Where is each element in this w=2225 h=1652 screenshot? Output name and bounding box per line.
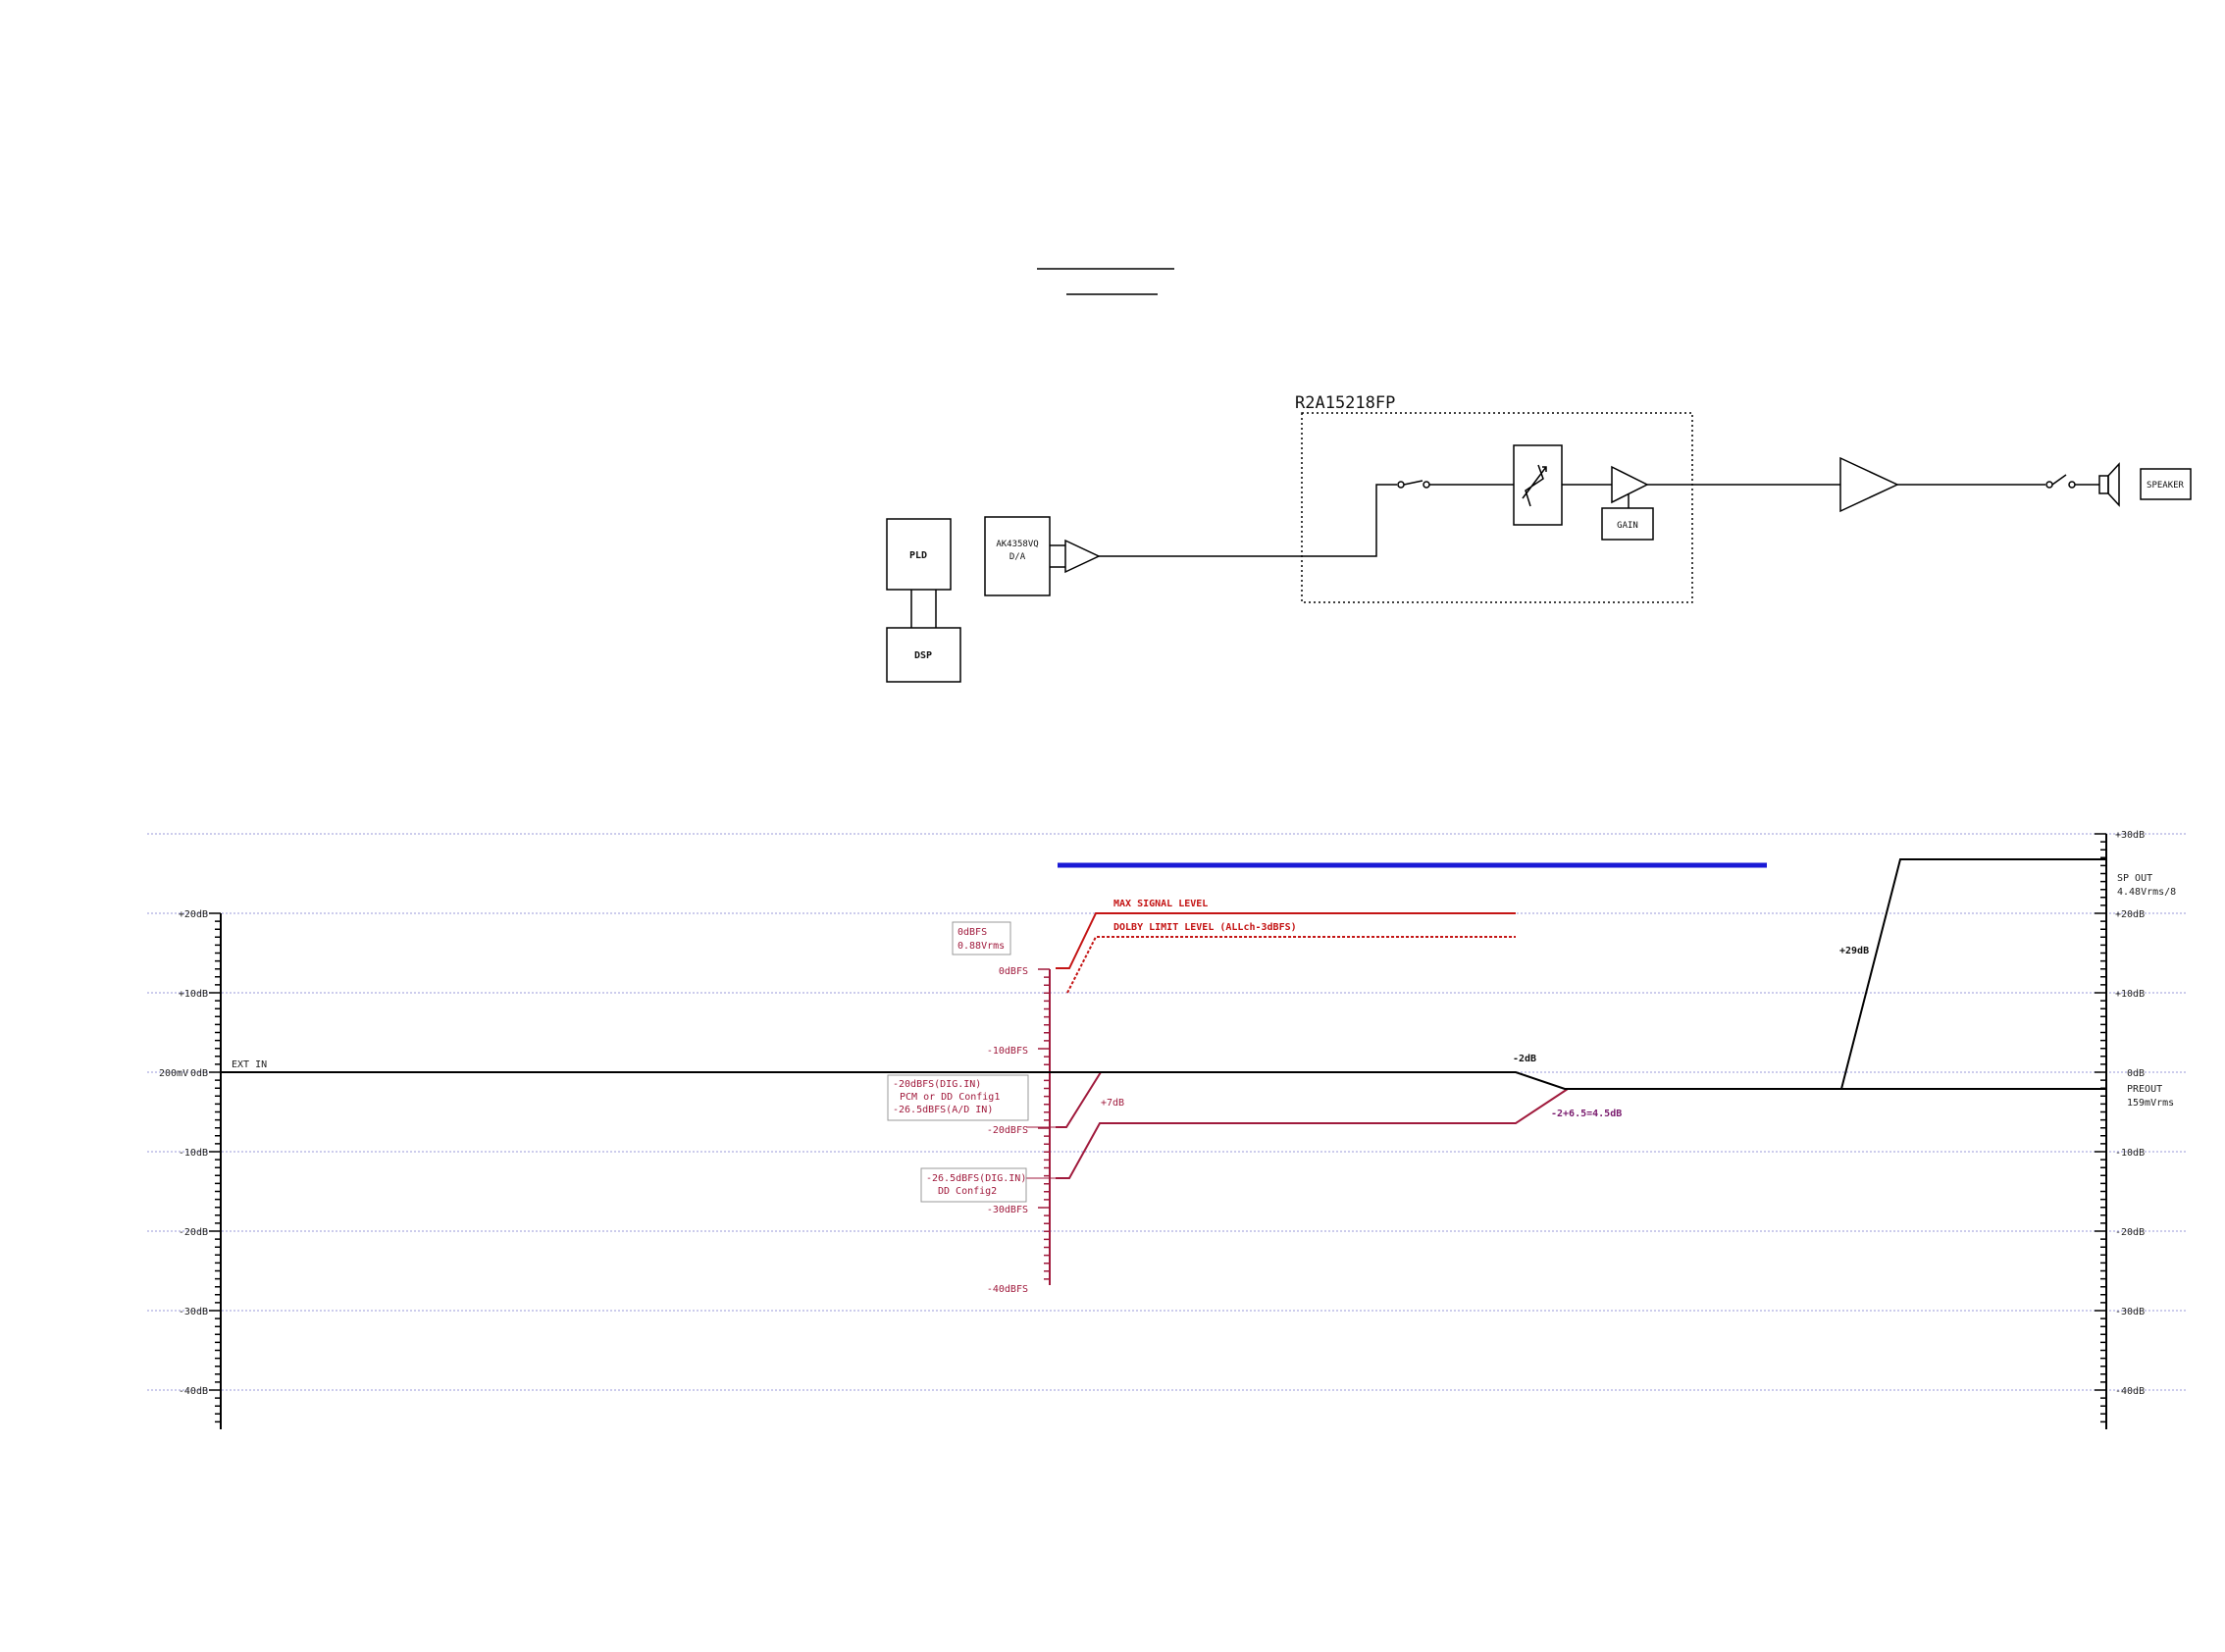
gain-block <box>1601 507 1654 541</box>
box3-text-2: DD Config2 <box>938 1186 997 1197</box>
variable-resistor-icon <box>1522 464 1547 507</box>
dbfs-annotation-box-2 <box>887 1074 1029 1121</box>
box2-text-2: PCM or DD Config1 <box>900 1092 1000 1103</box>
right-tick-label: -10dB <box>2115 1148 2145 1159</box>
left-tick-label: -20dB <box>179 1227 208 1238</box>
max-signal-label: MAX SIGNAL LEVEL <box>1113 899 1208 909</box>
dbfs-tick-label: -10dBFS <box>987 1046 1028 1057</box>
preout-label-1: PREOUT <box>2127 1084 2162 1095</box>
dd-config2-line <box>1056 1088 1569 1179</box>
right-axis-labels: +30dB +20dB +10dB 0dB -10dB -20dB -30dB … <box>2115 830 2176 1397</box>
dolby-limit-label: DOLBY LIMIT LEVEL (ALLch-3dBFS) <box>1113 922 1297 933</box>
right-tick-label: -40dB <box>2115 1386 2145 1397</box>
ref-level-label: 200mV <box>159 1068 188 1079</box>
block-labels: R2A15218FP PLD DSP AK4358VQ D/A GAIN SPE… <box>909 393 2185 661</box>
preout-label-2: 159mVrms <box>2127 1098 2174 1109</box>
dac-label-2: D/A <box>1009 552 1026 562</box>
left-axis <box>209 912 222 1429</box>
dbfs-tick-label: -30dBFS <box>987 1205 1028 1215</box>
right-tick-label: +30dB <box>2115 830 2145 841</box>
speaker-icon <box>2098 475 2109 494</box>
minus2-label: -2dB <box>1513 1054 1536 1064</box>
pld-block <box>886 518 952 591</box>
dac-label-1: AK4358VQ <box>996 540 1038 549</box>
power-amp-icon <box>1839 456 1899 513</box>
left-tick-label: -30dB <box>179 1307 208 1317</box>
right-tick-label: +20dB <box>2115 909 2145 920</box>
buffer-amp-icon <box>1064 539 1101 574</box>
speaker-label: SPEAKER <box>2147 481 2185 490</box>
left-tick-label: -10dB <box>179 1148 208 1159</box>
dbfs-annotation-box-3 <box>920 1167 1027 1203</box>
gain-amp-icon <box>1611 465 1649 504</box>
box1-text-1: 0dBFS <box>957 927 987 938</box>
dig-in-level-line <box>1056 1071 1102 1128</box>
box2-text-1: -20dBFS(DIG.IN) <box>893 1079 981 1090</box>
dbfs-annotation-box-1 <box>952 921 1011 955</box>
plus29-label: +29dB <box>1839 946 1869 956</box>
dbfs-tick-label: 0dBFS <box>999 966 1028 977</box>
pld-label: PLD <box>909 550 927 561</box>
left-tick-label: +10dB <box>179 989 208 1000</box>
box2-text-3: -26.5dBFS(A/D IN) <box>893 1105 993 1115</box>
max-signal-line <box>1056 912 1516 969</box>
grid-lines <box>147 833 2188 1391</box>
annotations: MAX SIGNAL LEVEL DOLBY LIMIT LEVEL (ALLc… <box>893 899 1869 1197</box>
box3-text-1: -26.5dBFS(DIG.IN) <box>926 1173 1026 1184</box>
left-tick-label: +20dB <box>179 909 208 920</box>
left-tick-label: -40dB <box>179 1386 208 1397</box>
dolby-limit-line <box>1066 936 1516 994</box>
ext-in-label: EXT IN <box>232 1059 267 1070</box>
ic-boundary <box>1301 412 1693 603</box>
left-tick-label: 0dB <box>190 1068 208 1079</box>
speaker-switch-icon <box>2045 481 2053 489</box>
plus7-label: +7dB <box>1101 1098 1124 1109</box>
dsp-label: DSP <box>914 650 932 661</box>
right-axis <box>2095 833 2107 1429</box>
left-axis-labels: +20dB +10dB 0dB -10dB -20dB -30dB -40dB … <box>159 909 267 1397</box>
right-tick-label: 0dB <box>2127 1068 2145 1079</box>
dbfs-tick-label: -40dBFS <box>987 1284 1028 1295</box>
box1-text-2: 0.88Vrms <box>957 941 1005 952</box>
speaker-block <box>2140 468 2192 500</box>
sp-out-label-1: SP OUT <box>2117 873 2152 884</box>
dsp-block <box>886 627 961 683</box>
block-diagram <box>886 412 2192 683</box>
minus2-plus-label: -2+6.5=4.5dB <box>1551 1109 1622 1119</box>
dbfs-tick-label: -20dBFS <box>987 1125 1028 1136</box>
sp-out-label-2: 4.48Vrms/8 <box>2117 887 2176 898</box>
right-tick-label: -20dB <box>2115 1227 2145 1238</box>
input-selector-icon <box>1397 481 1405 489</box>
ic-label: R2A15218FP <box>1295 393 1395 413</box>
main-level-line <box>221 858 2106 1090</box>
gain-label: GAIN <box>1617 521 1638 531</box>
right-tick-label: -30dB <box>2115 1307 2145 1317</box>
right-tick-label: +10dB <box>2115 989 2145 1000</box>
volume-block <box>1513 444 1563 526</box>
dac-block <box>984 516 1051 596</box>
dbfs-axis-labels: 0dBFS -10dBFS -20dBFS -30dBFS -40dBFS <box>987 966 1028 1295</box>
